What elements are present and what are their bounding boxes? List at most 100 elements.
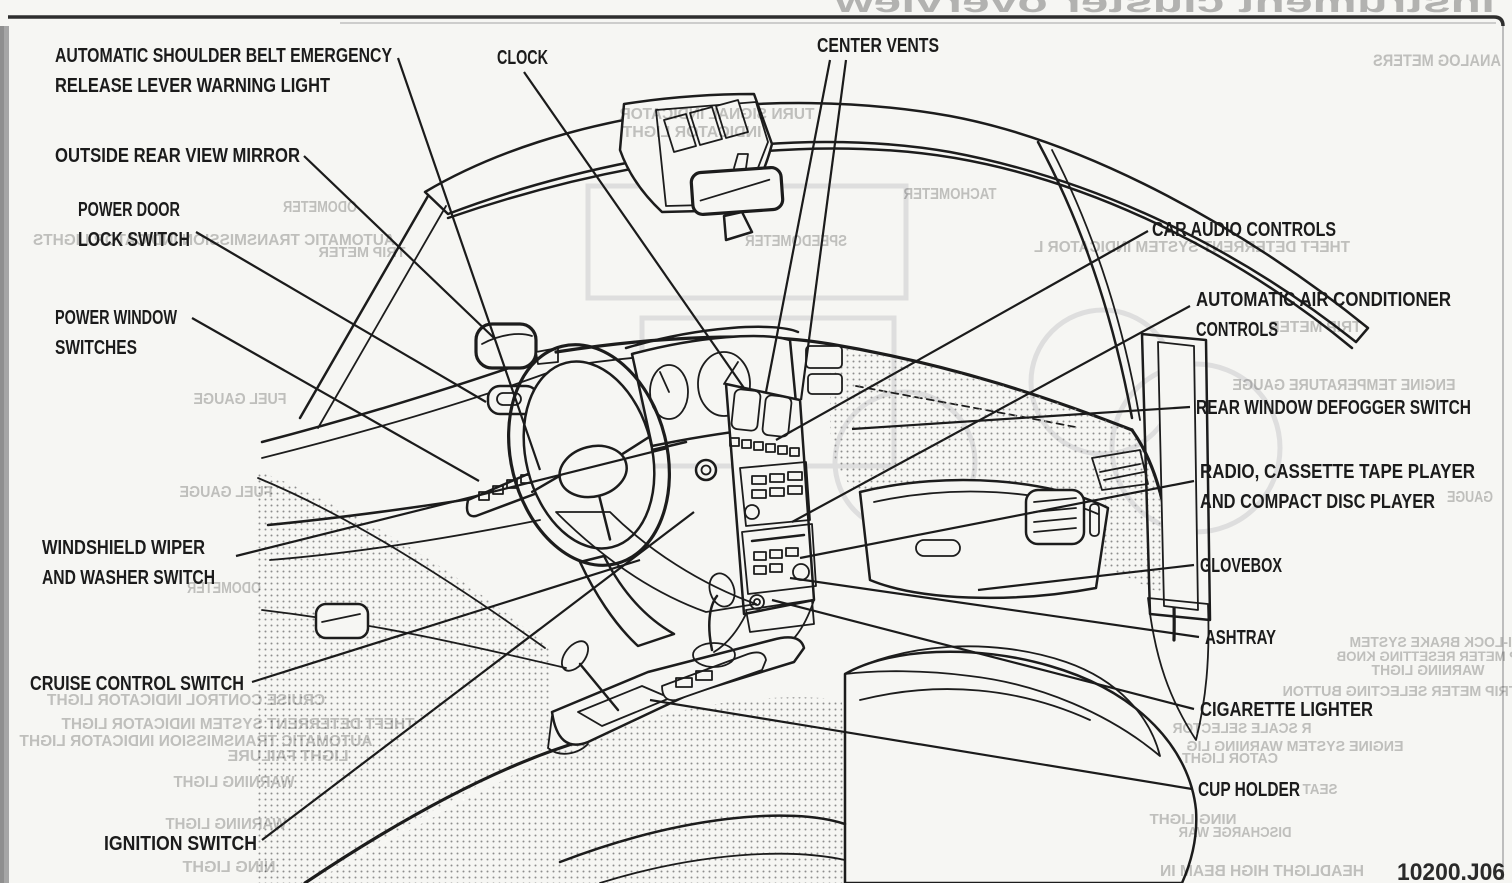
console-front-face [547, 715, 589, 755]
map-light-lens [663, 113, 697, 153]
door-handle-slot [496, 392, 522, 406]
bleed-text-item: AUTOMATIC TRANSMISSION INDICATOR LIGHTS [33, 232, 395, 249]
bleed-text-item: ODOMETER [187, 580, 261, 597]
speaker-side-slot [1089, 503, 1100, 537]
callout-outside-rear-view-mirror: OUTSIDE REAR VIEW MIRROR [55, 145, 300, 167]
callout-power-door-lock-switch-line2: LOCK SWITCH [78, 229, 190, 251]
bleed-text-item: ENGINE TEMPERATURE GAUGE [1232, 377, 1455, 394]
gauge-left [649, 364, 689, 420]
stack-to-console-left [713, 613, 747, 653]
b-pillar-trim [1157, 341, 1199, 611]
callout-center-vents-leader [764, 59, 832, 393]
callout-labels-layer: AUTOMATIC SHOULDER BELT EMERGENCYRELEASE… [30, 35, 1475, 855]
side-vent-hatch [1099, 463, 1145, 481]
callout-cruise-control-switch-leader [251, 558, 641, 684]
callout-ignition-switch: IGNITION SWITCH [104, 833, 257, 855]
callout-cigarette-lighter-leader [771, 598, 1195, 711]
callout-outside-rear-view-mirror-leader [303, 155, 495, 339]
callout-power-door-lock-switch-leader [195, 231, 487, 403]
ac-control-unit [739, 461, 811, 527]
rearview-mirror-stem [733, 153, 749, 169]
callout-windshield-wiper-washer-switch-line2: AND WASHER SWITCH [42, 567, 215, 589]
interior-illustration [256, 92, 1370, 883]
bleed-text-item: THEFT DETERRENT SYSTEM INDICATOR LIGHT [61, 716, 414, 733]
a-pillar-right-inner [1051, 149, 1141, 421]
callout-cruise-control-switch: CRUISE CONTROL SWITCH [30, 673, 244, 695]
bleed-text-item: R SCALE SELECTOR [1172, 720, 1311, 737]
bleed-text-item: WARNING LIGHT [173, 774, 294, 791]
callout-glovebox-leader [977, 563, 1195, 592]
scan-edge-shadow [0, 26, 4, 883]
wiper-stalk [650, 440, 688, 452]
gauge-left-needle [659, 371, 670, 393]
bleed-text-item: FUEL GAUGE [179, 484, 272, 501]
callout-clock-leader [523, 71, 745, 389]
a-pillar-right [1036, 140, 1134, 420]
bleed-text-item: FUEL GAUGE [193, 391, 286, 408]
callout-ignition-switch-leader [261, 511, 695, 841]
parking-brake-grip [560, 640, 590, 672]
callout-cup-holder-leader [649, 698, 1193, 791]
steering-wheel [507, 343, 671, 567]
bleed-text-item: AUTOMATIC TRANSMISSION INDICATOR LIGHT [19, 733, 372, 750]
center-vent-left [730, 388, 762, 432]
steering-column [578, 554, 676, 648]
bleed-text-item: NING LIGHT [1150, 811, 1237, 828]
callout-power-window-switches-line2: SWITCHES [55, 337, 137, 359]
mirror-mount-stem [722, 210, 754, 242]
figure-code: 10200.J06 [1397, 859, 1505, 883]
bleed-heading: instrument cluster overview [834, 0, 1495, 19]
armrest-bottom [269, 519, 541, 561]
shift-lever [708, 594, 719, 652]
callout-shoulder-belt-warning-light-leader [396, 57, 542, 471]
door-pocket-line [321, 613, 361, 623]
speaker-slats [1033, 497, 1077, 533]
shift-boot [692, 642, 736, 668]
header-trim-line [446, 147, 1354, 350]
bleed-text-item: CRUISE CONTROL INDICATOR LIGHT [47, 692, 325, 709]
callout-center-vents-leader [799, 59, 848, 401]
a-pillar-left [298, 194, 430, 420]
callout-radio-cassette-cd-player-line2: AND COMPACT DISC PLAYER [1200, 491, 1435, 513]
bleed-text-item: HEADLIGHT HIGH BEAM IN [1160, 863, 1364, 880]
ashtray-door [745, 599, 815, 633]
seatback-side-texture [1147, 597, 1210, 741]
callout-radio-cassette-cd-player-leader [799, 479, 1195, 560]
callout-car-audio-controls-leader [775, 230, 1149, 441]
callout-rear-window-defogger-switch: REAR WINDOW DEFOGGER SWITCH [1196, 397, 1471, 419]
door-beltline-inner [261, 371, 551, 459]
callout-cup-holder: CUP HOLDER [1198, 779, 1300, 801]
bleed-text-item: TRIP METER RESETTING KNOB [1337, 648, 1512, 664]
bleed-text-item: LIGHT FAILURE [227, 748, 348, 765]
bleed-text-item: INDICATOR LIGHT [622, 124, 761, 141]
parking-brake-lever [578, 662, 620, 712]
glovebox-handle [915, 539, 961, 557]
cluster-brow [624, 325, 800, 350]
seat-front-edge [558, 814, 847, 864]
door-pocket [314, 602, 370, 640]
floor-carpet [310, 697, 845, 883]
callout-rear-window-defogger-switch-leader [851, 405, 1191, 431]
bleed-text-item: WARNING LIGHT [1372, 662, 1485, 679]
center-vent-right [761, 394, 793, 438]
bleed-text-item: TACHOMETER [903, 186, 996, 203]
map-light-lens [689, 106, 723, 146]
dash-switch [805, 345, 843, 369]
radio-cassette-unit [741, 523, 817, 595]
b-pillar-band [1140, 332, 1212, 622]
callout-power-window-switches-line1: POWER WINDOW [55, 307, 177, 329]
bleed-text-item: ODOMETER [283, 199, 357, 216]
a-pillar-left-inner [317, 205, 447, 429]
knee-bolster [555, 511, 757, 613]
seat-front-lower [599, 852, 846, 883]
callout-cigarette-lighter: CIGARETTE LIGHTER [1200, 699, 1373, 721]
callout-power-window-switches-leader [191, 317, 480, 482]
bleed-text-item: CATOR LIGHT [1182, 750, 1278, 767]
gauge-right-needle [723, 361, 739, 385]
callout-shoulder-belt-warning-light-line1: AUTOMATIC SHOULDER BELT EMERGENCY [55, 45, 393, 67]
callout-center-vents: CENTER VENTS [817, 35, 939, 57]
callout-clock: CLOCK [497, 47, 548, 69]
callout-ashtray-leader [789, 576, 1200, 639]
callout-auto-air-conditioner-controls-leader [791, 305, 1191, 523]
